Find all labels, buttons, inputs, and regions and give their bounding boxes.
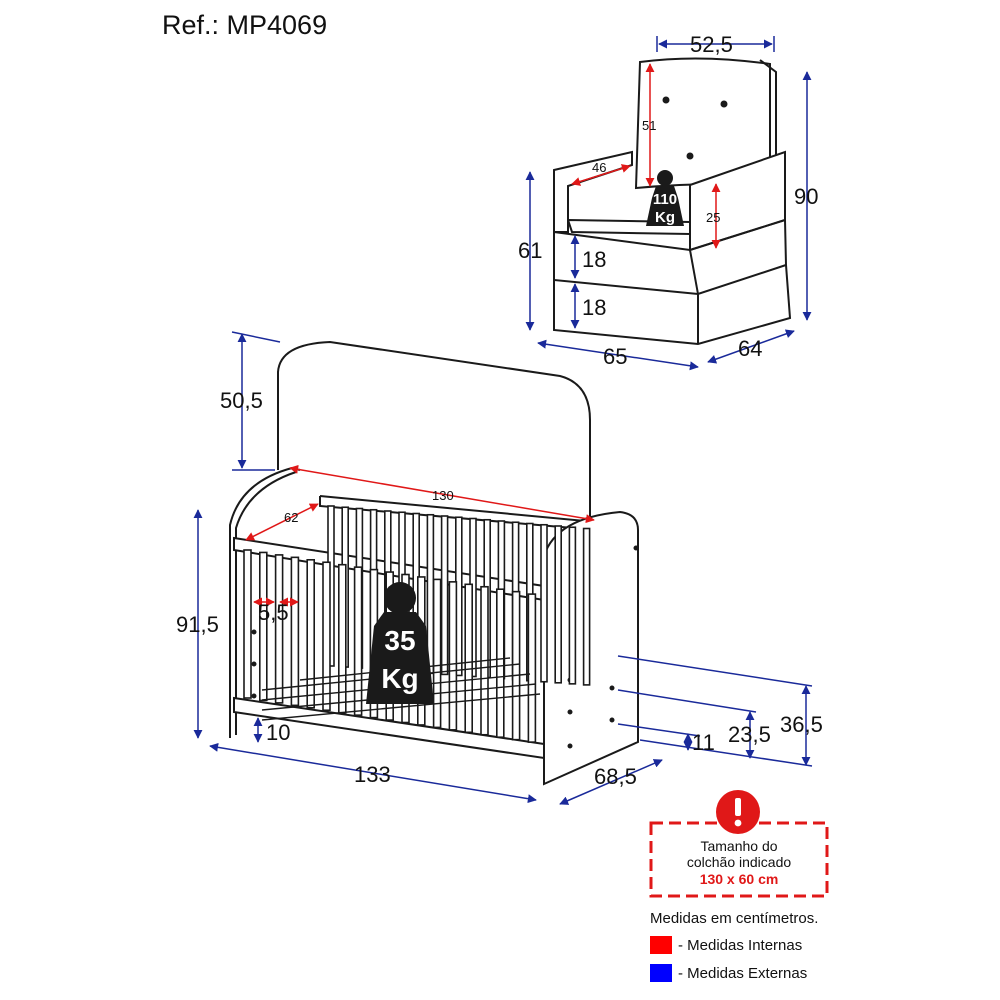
- crib-back-slat: [582, 527, 591, 686]
- crib-front-slat: [274, 554, 284, 704]
- crib-level-mid-label: 23,5: [728, 722, 771, 747]
- mattress-notice: Tamanho do colchão indicado 130 x 60 cm: [649, 790, 829, 898]
- title: Ref.: MP4069: [162, 10, 328, 40]
- armchair-height-label: 90: [794, 184, 818, 209]
- crib-front-slat: [322, 561, 331, 712]
- crib-headboard-height-label: 50,5: [220, 388, 263, 413]
- crib-back-slat: [440, 515, 449, 676]
- armchair-drawing: [553, 57, 792, 346]
- legend-external-label: - Medidas Externas: [678, 965, 807, 982]
- armchair-internal-dims: [571, 63, 721, 249]
- crib-total-length-label: 133: [354, 762, 391, 787]
- crib-front-slat: [432, 578, 442, 729]
- crib-weight-icon: [366, 582, 434, 704]
- crib-bottom-clearance-label: 10: [266, 720, 290, 745]
- armchair-load-value: 110: [653, 191, 677, 208]
- crib-slat-gap-label: 5,5: [258, 600, 289, 625]
- crib-front-slat: [527, 593, 537, 743]
- crib-back-slat: [568, 526, 577, 685]
- crib-inner-length-label: 130: [432, 488, 454, 503]
- legend-swatch-internal: [650, 936, 672, 954]
- legend-swatch-external: [650, 964, 672, 982]
- legend: Medidas em centímetros. - Medidas Intern…: [650, 910, 818, 982]
- crib-load-value: 35: [384, 625, 415, 656]
- crib-internal-dims: [245, 464, 595, 607]
- crib-back-slat: [554, 525, 563, 684]
- notice-size: 130 x 60 cm: [700, 871, 779, 887]
- crib-depth-label: 68,5: [594, 764, 637, 789]
- crib-front-slat: [337, 563, 347, 714]
- crib-load-unit: Kg: [381, 663, 418, 694]
- armchair-weight-icon: [646, 170, 684, 226]
- legend-internal-label: - Medidas Internas: [678, 937, 802, 954]
- crib-front-slat: [290, 556, 300, 707]
- crib-front-slat: [353, 566, 363, 716]
- armchair-width-front-label: 65: [603, 344, 627, 369]
- armchair-tier-lower-label: 18: [582, 295, 606, 320]
- crib-external-dims: [193, 331, 813, 805]
- crib-inner-width-label: 62: [284, 510, 298, 525]
- crib-front-slat: [243, 549, 252, 699]
- armchair-width-top-label: 52,5: [690, 32, 733, 57]
- armchair-depth-label: 64: [738, 336, 762, 361]
- crib-front-slat: [464, 583, 474, 734]
- crib-front-slat: [511, 590, 521, 741]
- armchair-seat-depth-label: 46: [592, 160, 606, 175]
- armchair-armrest-label: 25: [706, 210, 720, 225]
- crib-level-high-label: 36,5: [780, 712, 823, 737]
- legend-caption: Medidas em centímetros.: [650, 910, 818, 927]
- crib-front-slat: [495, 588, 505, 739]
- armchair-external-dims: [525, 36, 812, 371]
- armchair-seat-height-label: 61: [518, 238, 542, 263]
- crib-level-step-label: 11: [692, 730, 715, 755]
- armchair-load-unit: Kg: [655, 209, 675, 226]
- crib-front-slat: [306, 558, 316, 709]
- notice-line-2: colchão indicado: [687, 854, 792, 870]
- crib-total-height-label: 91,5: [176, 612, 219, 637]
- armchair-backrest-label: 51: [642, 118, 656, 133]
- armchair-tier-upper-label: 18: [582, 247, 606, 272]
- crib-back-slat: [540, 523, 548, 683]
- crib-front-slat: [448, 581, 458, 731]
- notice-line-1: Tamanho do: [700, 838, 777, 854]
- crib-front-slat: [258, 551, 268, 702]
